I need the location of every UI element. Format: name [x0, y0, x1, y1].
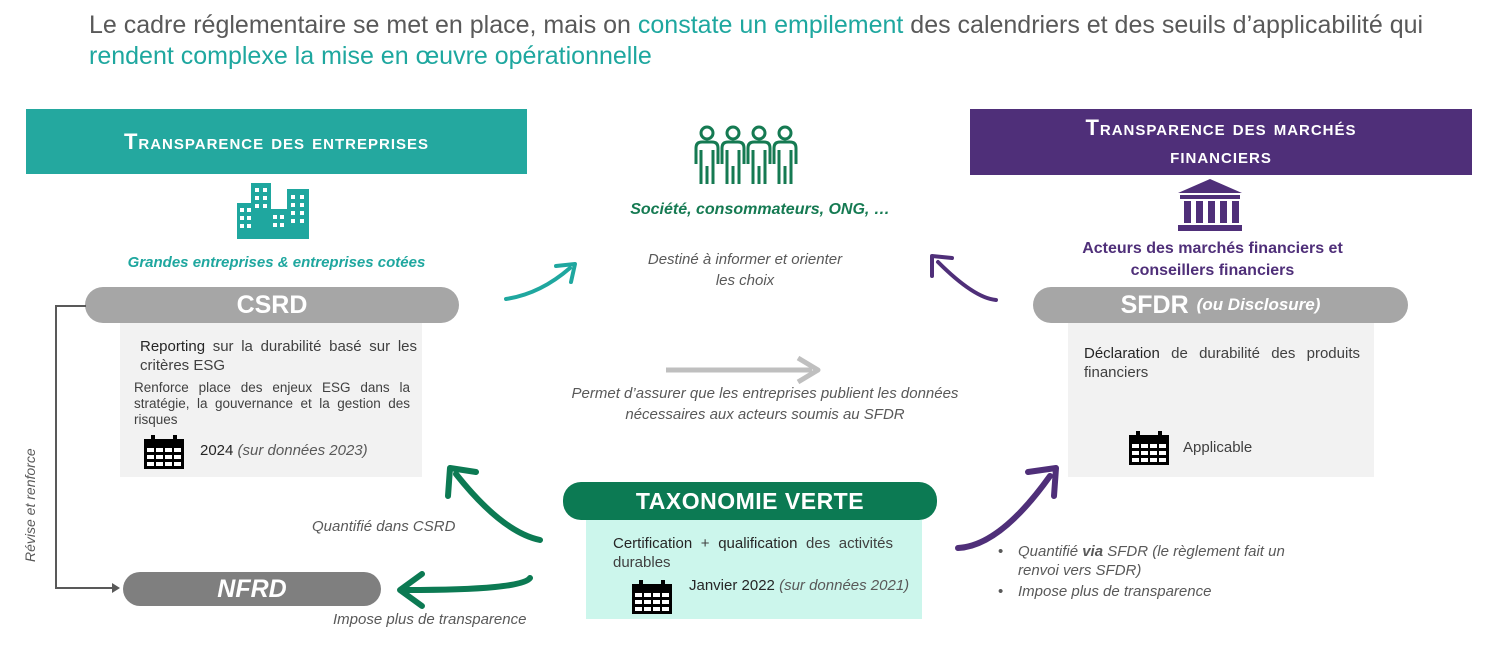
banner-left-label: Transparence des entreprises: [123, 128, 430, 154]
bullet-1-pre: Quantifié: [1018, 543, 1083, 560]
sfdr-pill: SFDR (ou Disclosure): [1033, 287, 1408, 323]
allow-label: Permet d’assurer que les entreprises pub…: [571, 385, 959, 423]
taxo-mid: +: [692, 535, 719, 552]
taxo-bold-2: qualification: [718, 535, 798, 552]
bullet-item: • Impose plus de transparence: [998, 583, 1212, 600]
taxo-date-note: (sur données 2021): [779, 577, 910, 594]
banner-transparence-entreprises: Transparence des entreprises: [26, 109, 527, 174]
title-part-2: des calendriers et des seuils d’applicab…: [903, 11, 1424, 39]
taxonomie-desc: Certification + qualification des activi…: [613, 534, 893, 572]
revise-label: Révise et renforce: [22, 448, 38, 562]
title-part-1: Le cadre réglementaire se met en place, …: [89, 11, 638, 39]
sfdr-pill-main: SFDR: [1120, 290, 1189, 319]
sfdr-box: Déclaration de durabilité des produits f…: [1068, 323, 1374, 477]
banner-right-label: Transparence des marchés financiers: [1085, 115, 1357, 168]
calendar-icon: [144, 435, 184, 469]
csrd-desc-rest: sur la durabilité basé sur les critères …: [140, 338, 417, 374]
sfdr-pill-note: (ou Disclosure): [1196, 295, 1321, 314]
title-highlight-2: rendent complexe la mise en œuvre opérat…: [89, 42, 652, 70]
society-label: Société, consommateurs, ONG, …: [630, 201, 890, 218]
impose-label: Impose plus de transparence: [333, 611, 527, 628]
taxo-bold-1: Certification: [613, 535, 693, 552]
curved-arrow-purple-up-icon: [950, 462, 1066, 556]
inform-label: Destiné à informer et orienter les choix: [647, 251, 843, 289]
bank-icon: [1176, 179, 1244, 231]
bullet-2-text: Impose plus de transparence: [1018, 583, 1212, 600]
taxonomie-pill: TAXONOMIE VERTE: [563, 482, 937, 520]
page-title: Le cadre réglementaire se met en place, …: [89, 10, 1429, 72]
quantified-csrd-label: Quantifié dans CSRD: [312, 518, 456, 535]
sfdr-desc: Déclaration de durabilité des produits f…: [1084, 344, 1360, 382]
right-arrow-icon: [664, 355, 824, 385]
curved-arrow-teal-icon: [500, 256, 586, 306]
right-bullets: • Quantifié via SFDR (le règlement fait …: [998, 542, 1328, 601]
bullet-item: • Quantifié via SFDR (le règlement fait …: [998, 543, 1285, 579]
taxonomie-box: Certification + qualification des activi…: [586, 520, 922, 619]
csrd-desc: Reporting sur la durabilité basé sur les…: [140, 337, 417, 375]
banner-transparence-marches: Transparence des marchés financiers: [970, 109, 1472, 175]
arrow-green-left-icon: [392, 566, 542, 616]
csrd-desc-bold: Reporting: [140, 338, 206, 355]
taxo-rest: des activités durables: [613, 535, 893, 571]
bullet-1-post: SFDR (le règlement fait un renvoi vers S…: [1018, 543, 1285, 579]
sfdr-status: Applicable: [1183, 439, 1253, 456]
curved-arrow-green-up-icon: [442, 462, 546, 546]
csrd-date-note: (sur données 2023): [237, 442, 368, 459]
curved-arrow-purple-icon: [924, 250, 1004, 306]
csrd-desc2: Renforce place des enjeux ESG dans la st…: [134, 380, 410, 427]
title-highlight-1: constate un empilement: [637, 11, 904, 39]
csrd-date: 2024 (sur données 2023): [200, 442, 368, 459]
bullet-1-bold: via: [1082, 543, 1104, 560]
left-subtitle: Grandes entreprises & entreprises cotées: [127, 254, 426, 271]
nfrd-pill: NFRD: [123, 572, 381, 606]
csrd-box: Reporting sur la durabilité basé sur les…: [120, 323, 422, 477]
sfdr-desc-bold: Déclaration: [1084, 345, 1160, 362]
csrd-date-main: 2024: [200, 442, 234, 459]
csrd-pill: CSRD: [85, 287, 459, 323]
buildings-icon: [235, 183, 311, 239]
taxo-date-main: Janvier 2022: [689, 577, 775, 594]
sfdr-desc-rest: de durabilité des produits financiers: [1084, 345, 1360, 381]
revise-connector: [50, 305, 130, 595]
calendar-icon: [1129, 431, 1169, 465]
calendar-icon: [632, 580, 672, 614]
right-subtitle: Acteurs des marchés financiers et consei…: [1082, 240, 1343, 279]
taxonomie-date: Janvier 2022 (sur données 2021): [689, 577, 914, 595]
people-icon: [693, 124, 801, 186]
